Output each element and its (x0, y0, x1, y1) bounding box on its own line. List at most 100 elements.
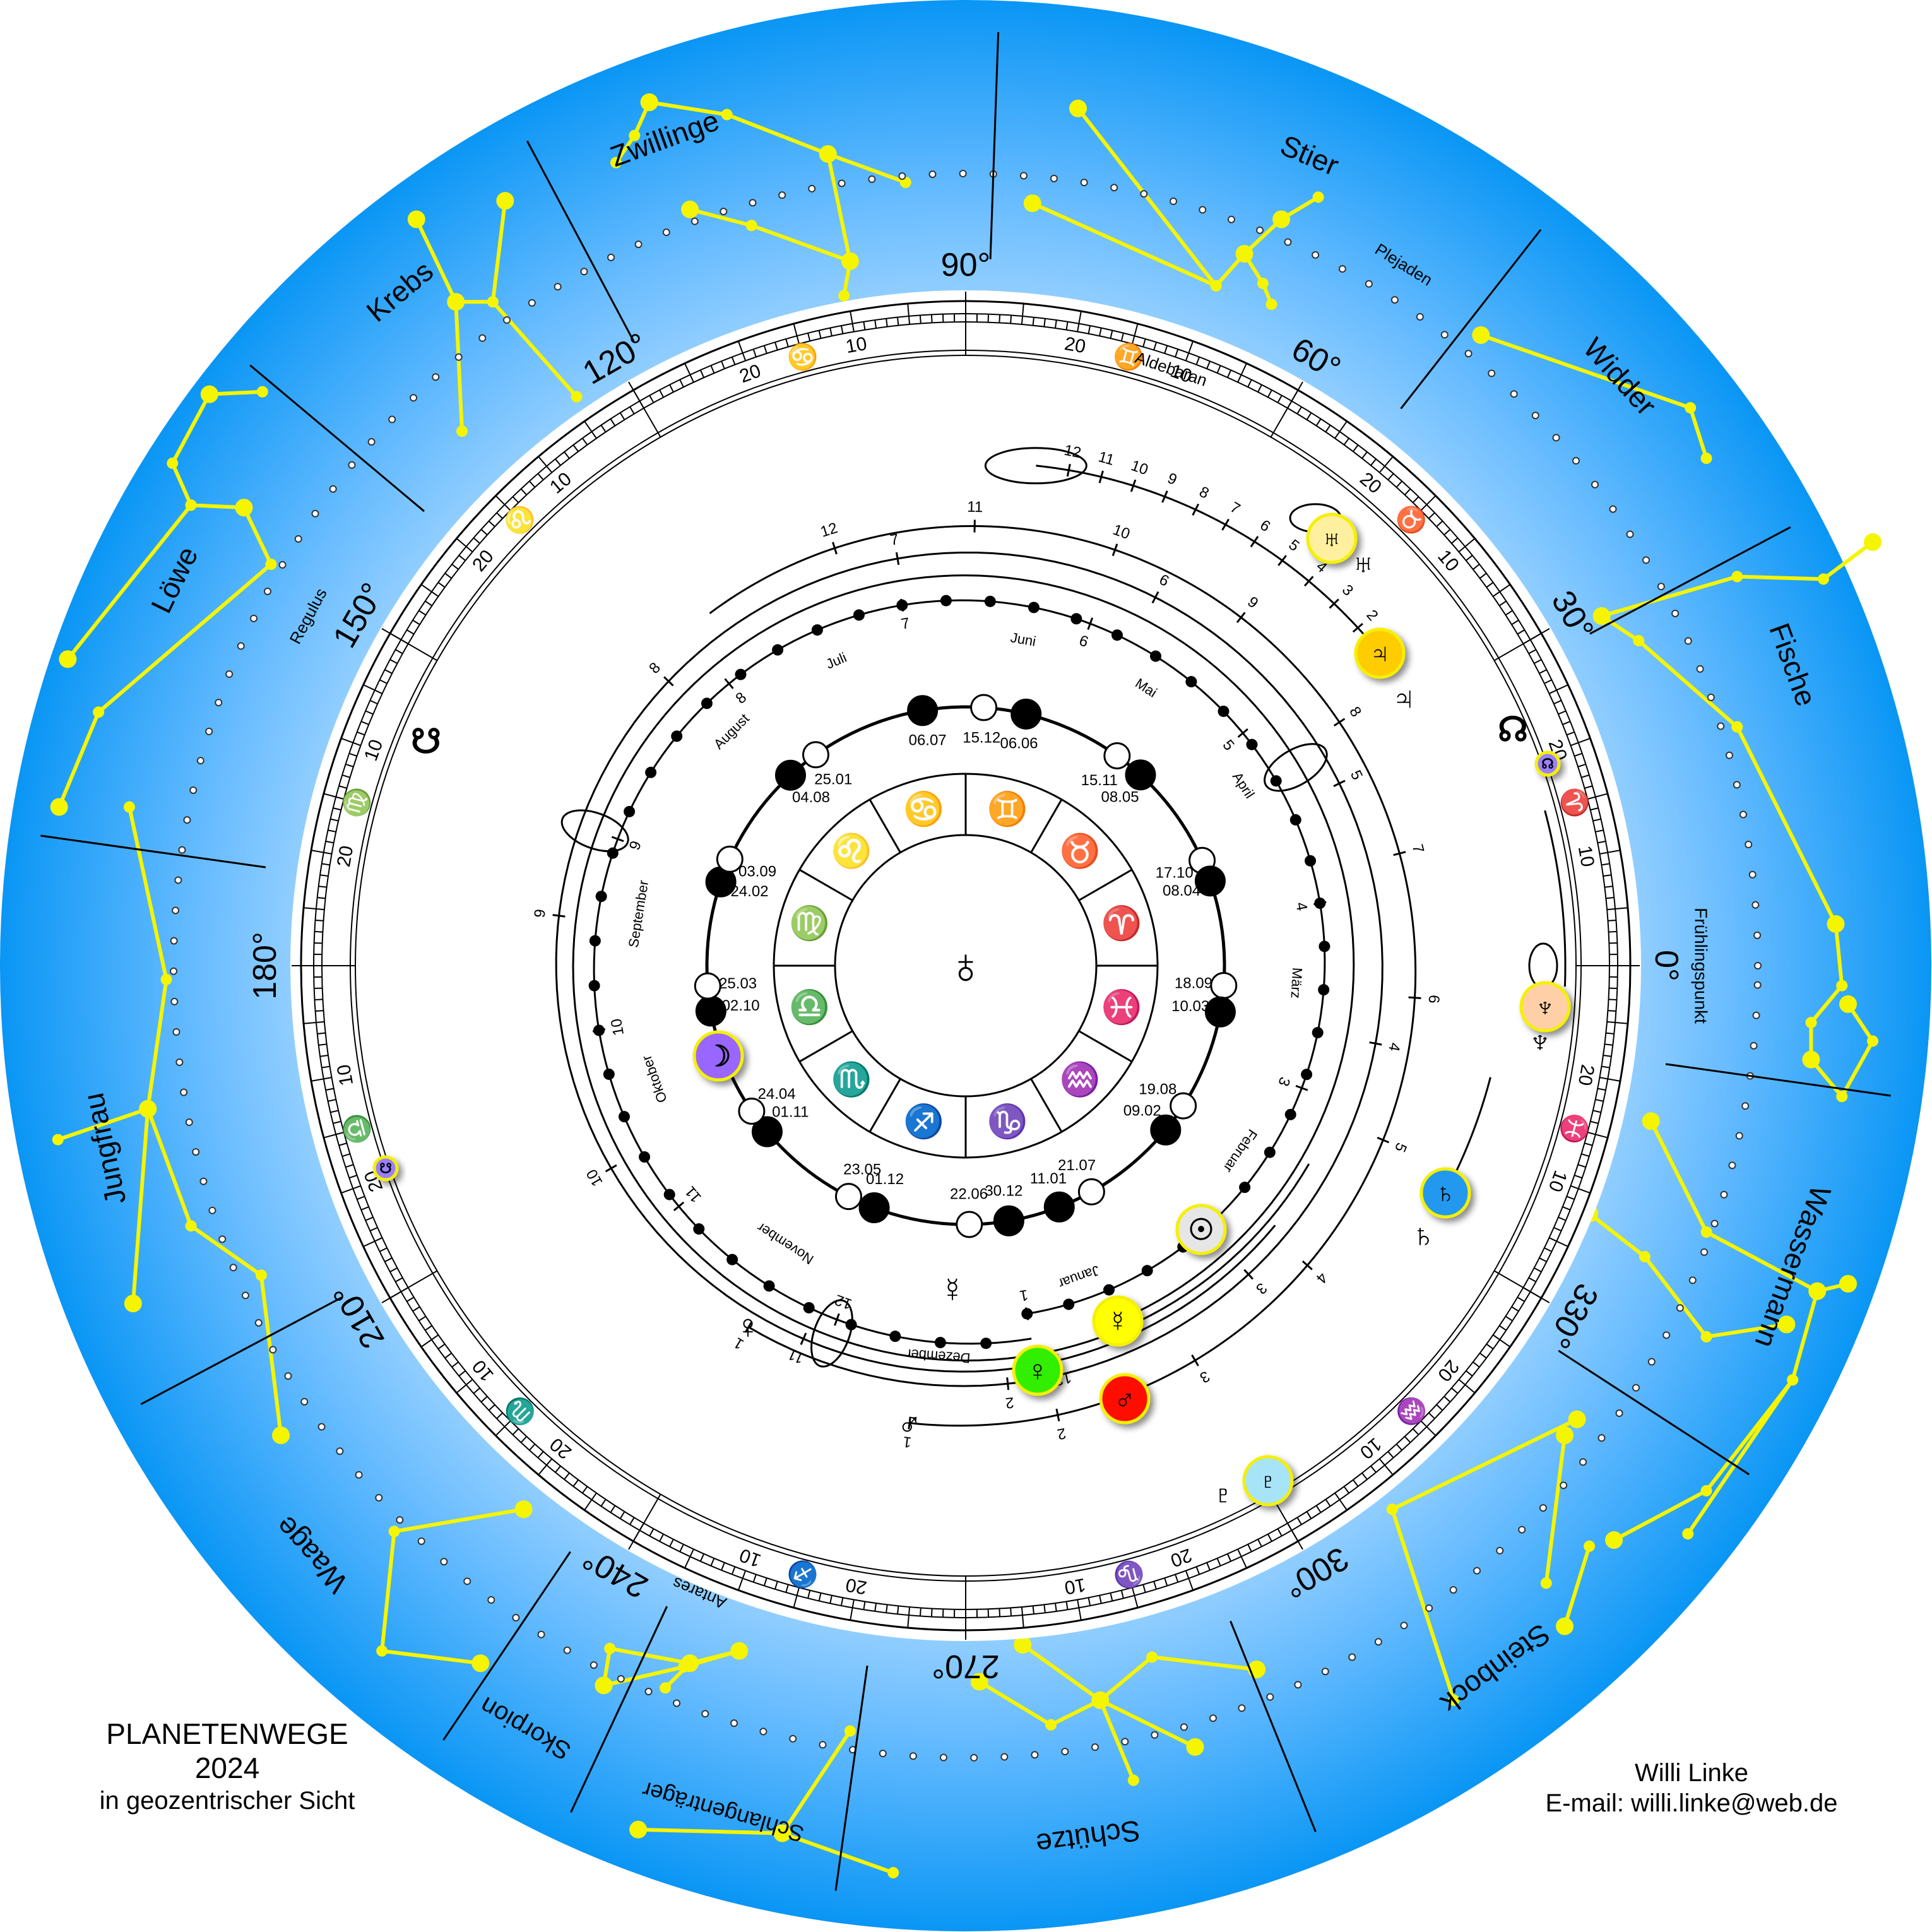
sun-week-dot (593, 1024, 605, 1036)
ecliptic-dot (580, 268, 588, 276)
star-dot (1091, 1691, 1110, 1709)
degree-tick (1584, 785, 1593, 789)
degree-tick (1315, 418, 1322, 427)
degree-tick (338, 1142, 347, 1146)
constellation-line (1098, 1699, 1135, 1781)
sun-week-dot (934, 1337, 946, 1349)
degree-tick (818, 330, 822, 339)
degree-tick (1505, 1315, 1513, 1322)
constellation-line (1563, 1545, 1591, 1627)
sun-week-dot (645, 766, 657, 778)
degree-tick (752, 1574, 757, 1583)
degree-tick (1511, 1306, 1519, 1312)
degree-tick (1032, 317, 1034, 326)
degree-tick (323, 1077, 332, 1080)
merkur-path-start-icon: ☿ (940, 1271, 966, 1309)
degree-tick (384, 1257, 393, 1262)
degree-tick (317, 1032, 326, 1034)
new-moon-icon (858, 1192, 890, 1224)
degree-tick (818, 1592, 822, 1601)
constellation-boundary (442, 1551, 571, 1741)
star-dot (1777, 1315, 1796, 1334)
degree-tick (1608, 919, 1616, 922)
full-moon-icon (738, 1097, 766, 1125)
degree-tick (1570, 742, 1579, 747)
ecliptic-dot (1365, 280, 1373, 288)
degree-tick (731, 357, 736, 365)
full-moon-icon (694, 972, 721, 1000)
five-degree-tick (793, 1595, 798, 1608)
degree-tick (1404, 488, 1411, 495)
pluto-marker (1242, 1455, 1294, 1507)
sun-week-dot (772, 644, 784, 656)
ecliptic-dot (1753, 931, 1762, 939)
degree-tick (395, 649, 403, 655)
month-tick (724, 678, 734, 689)
mercury-retrograde-loop (560, 809, 629, 853)
month-tick (1236, 612, 1246, 624)
constellation-boundary (140, 1296, 342, 1406)
degree-tick (1458, 546, 1466, 553)
degree-tick (1195, 357, 1200, 365)
sign-boundary (381, 1270, 438, 1303)
mars-icon: ♂ (1114, 1382, 1136, 1415)
ecliptic-dot (959, 170, 967, 178)
ecliptic-dot (1518, 1526, 1526, 1534)
ecliptic-dot (1050, 174, 1058, 182)
degree-tick (412, 619, 420, 625)
degree-tick (1257, 1539, 1262, 1547)
degree-tick (1558, 1216, 1567, 1221)
ecliptic-dot (1728, 1161, 1736, 1170)
ecliptic-dot (1338, 265, 1346, 273)
sun-week-dot (1239, 1182, 1251, 1194)
sun-week-dot (595, 891, 607, 903)
degree-tick (1077, 323, 1080, 332)
star-dot (59, 650, 77, 668)
month-tick (1408, 996, 1421, 1000)
degree-tick (1608, 999, 1617, 1001)
degree-tick (444, 1353, 452, 1359)
ecliptic-dot (1121, 1738, 1129, 1746)
degree-tick (1581, 1153, 1590, 1157)
degree-tick (1428, 1412, 1435, 1419)
degree-tick (699, 1553, 705, 1562)
ecliptic-dot (463, 1577, 471, 1585)
star-dot (447, 293, 465, 311)
degree-tick (352, 1185, 361, 1190)
ecliptic-dot (808, 184, 816, 193)
degree-tick (600, 1499, 607, 1507)
ecliptic-dot (528, 299, 536, 307)
degree-scale (292, 292, 1640, 1640)
degree-tick (319, 1054, 329, 1057)
ecliptic-dot (348, 461, 356, 469)
degree-tick (318, 886, 327, 888)
sign-boundary (628, 381, 661, 438)
five-degree-tick (1134, 1595, 1139, 1608)
zodiac-wheel-divider (798, 1030, 853, 1063)
ecliptic-dot (1720, 1190, 1728, 1199)
star-dot (610, 157, 622, 169)
sun-week-dot (1021, 1308, 1033, 1320)
degree-tick (1595, 829, 1604, 833)
inner-zodiac-wheel: ♈♉♊♋♌♍♎♏♐♑♒♓♁ (773, 773, 1159, 1159)
ecliptic-dot (170, 937, 178, 945)
ecliptic-dotted-path (40, 32, 1891, 1891)
ecliptic-dot (590, 1661, 598, 1669)
month-number: 4 (1385, 1041, 1403, 1053)
degree-tick (352, 742, 361, 747)
degree-tick (1306, 1511, 1312, 1519)
degree-tick (357, 731, 365, 736)
five-degree-tick (1240, 363, 1247, 376)
star-dot (376, 1645, 388, 1657)
month-tick (1329, 598, 1339, 609)
degree-tick (1334, 1492, 1341, 1500)
degree-tick (742, 1570, 747, 1579)
ecliptic-dot (1180, 1723, 1188, 1731)
ecliptic-dot (478, 334, 487, 342)
degree-tick (1054, 319, 1057, 329)
new-moon-icon (1194, 865, 1226, 897)
month-tick (895, 552, 900, 566)
zodiac-wheel-divider (1078, 868, 1133, 901)
degree-tick (488, 520, 495, 528)
ecliptic-dot (1615, 1409, 1623, 1418)
